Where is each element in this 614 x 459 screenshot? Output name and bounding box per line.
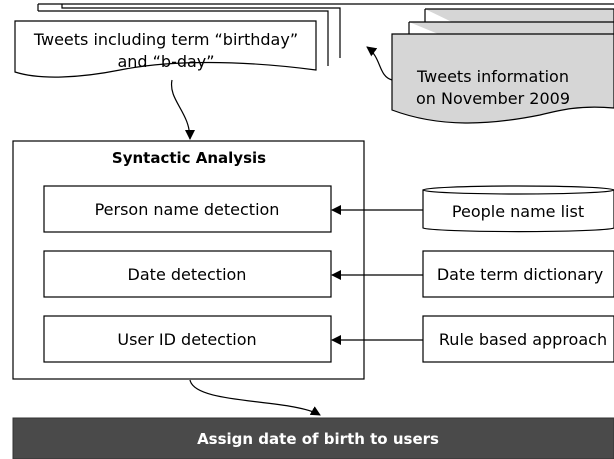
date-detection-label: Date detection [128, 265, 247, 284]
people-name-list-label: People name list [452, 202, 584, 221]
assign-birth-date-label: Assign date of birth to users [197, 430, 439, 448]
tweets-doc-page-back [61, 4, 341, 58]
assign-birth-date-bar [12, 417, 614, 459]
date-term-dictionary-box: Date term dictionary [422, 250, 614, 298]
user-id-detection-label: User ID detection [117, 330, 256, 349]
user-id-detection-box [43, 315, 332, 363]
people-name-list-top [422, 185, 614, 195]
date-term-dictionary-label: Date term dictionary [437, 265, 603, 284]
person-name-detection-label: Person name detection [95, 200, 280, 219]
people-name-list-cylinder: People name list [422, 185, 614, 233]
tweets-doc-text-line1: Tweets including term “birthday” [33, 30, 298, 49]
source-doc-text-line2: on November 2009 [416, 89, 570, 108]
syntactic-analysis-panel: Syntactic Analysis Person name detection… [12, 140, 365, 380]
source-doc-page-front [391, 33, 614, 124]
rule-based-approach-border [422, 315, 614, 363]
tweets-source-document: Tweets information on November 2009 [391, 8, 614, 124]
tweets-doc-page-front [14, 20, 317, 78]
source-doc-text-line1: Tweets information [416, 67, 569, 86]
tweets-filter-document: Tweets including term “birthday” and “b-… [14, 3, 614, 78]
arrow-tweets-to-analysis [170, 79, 195, 140]
tweets-doc-page-middle [38, 10, 329, 66]
date-term-dictionary-border [422, 250, 614, 298]
date-detection-box [43, 250, 332, 298]
arrow-analysis-to-output [189, 379, 321, 416]
people-name-list-body [422, 189, 614, 233]
tweets-doc-text-line2: and “b-day” [117, 52, 214, 71]
syntactic-analysis-title: Syntactic Analysis [112, 149, 266, 167]
rule-based-approach-box: Rule based approach [422, 315, 614, 363]
rule-based-approach-label: Rule based approach [439, 330, 607, 349]
arrow-source-to-tweets [366, 46, 393, 81]
person-name-detection-box [43, 185, 332, 233]
assign-birth-date-output: Assign date of birth to users [12, 417, 614, 459]
